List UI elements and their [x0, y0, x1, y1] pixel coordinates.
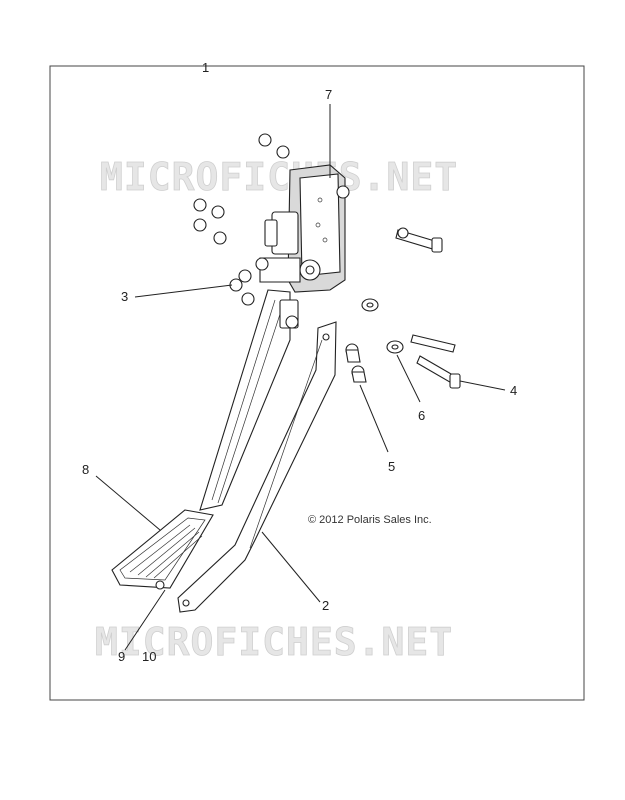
copyright-notice: © 2012 Polaris Sales Inc.	[308, 514, 432, 526]
hex-nuts	[193, 133, 290, 306]
callout-1: 1	[202, 60, 209, 75]
callout-7: 7	[325, 87, 332, 102]
callout-2: 2	[322, 598, 329, 613]
callout-6: 6	[418, 408, 425, 423]
diagram-frame	[49, 65, 585, 701]
throttle-sensor-module	[255, 164, 350, 329]
callout-9: 9	[118, 649, 125, 664]
watermark-top: MICROFICHES.NET	[100, 155, 458, 199]
long-bolts	[395, 227, 461, 389]
pedal-bracket	[177, 321, 337, 613]
callout-4: 4	[510, 383, 517, 398]
washers	[361, 298, 404, 354]
callout-3: 3	[121, 289, 128, 304]
pedal-pad	[111, 509, 214, 590]
watermark-bottom: MICROFICHES.NET	[95, 620, 453, 664]
leader-lines	[95, 104, 506, 651]
short-bolts	[345, 343, 367, 383]
callout-5: 5	[388, 459, 395, 474]
callout-8: 8	[82, 462, 89, 477]
callout-10: 10	[142, 649, 156, 664]
pedal-arm	[199, 289, 291, 511]
